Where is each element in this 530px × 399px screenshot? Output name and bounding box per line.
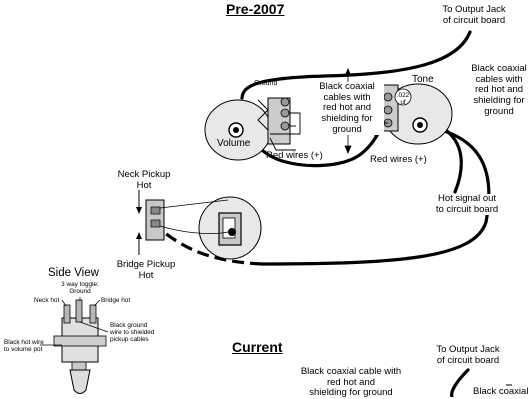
side-view-switch (40, 297, 109, 394)
tone-pot (381, 83, 453, 145)
pickup-switch (136, 190, 262, 260)
volume-pot (204, 97, 291, 161)
neck-hot-label: Neck hot (34, 297, 60, 304)
tone-label: Tone (412, 74, 434, 85)
capacitor-icon (394, 88, 412, 106)
heading-current: Current (232, 339, 283, 355)
red-wires-volume-label: Red wires (+) (266, 150, 323, 161)
ground-label: Ground (254, 80, 278, 87)
dashed-cable (164, 231, 263, 266)
bridge-hot-label: Bridge hot (101, 297, 131, 304)
current-coax-right-label: Black coaxial (473, 386, 529, 397)
heading-side-view: Side View (48, 267, 99, 279)
heading-pre-2007: Pre-2007 (226, 1, 285, 17)
red-wires-tone-label: Red wires (+) (370, 154, 427, 166)
toggle-label: 3 way toggle:Ground (61, 281, 99, 296)
volume-label: Volume (217, 138, 251, 149)
